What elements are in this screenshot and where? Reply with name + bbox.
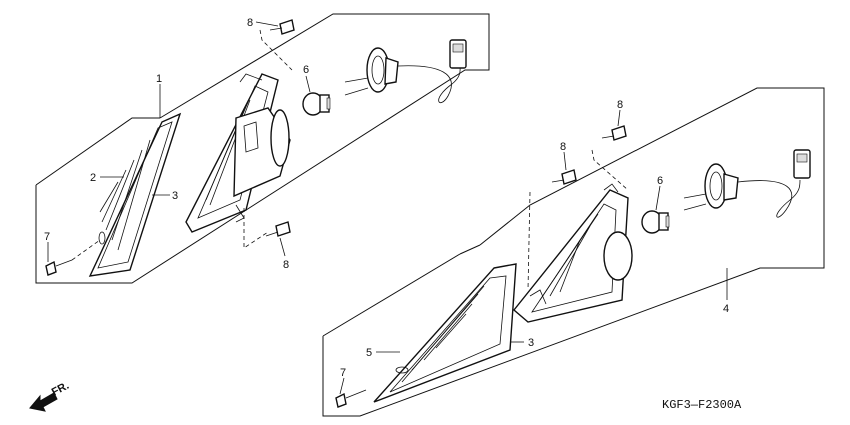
right-housing [513, 183, 633, 323]
callout-7-left: 7 [44, 231, 50, 243]
right-assembly-frame [322, 87, 825, 417]
leader-lines [47, 21, 728, 395]
callout-8-bottom-left: 8 [283, 259, 289, 271]
callout-3-right: 3 [528, 337, 534, 349]
callout-8-right-lower: 8 [560, 141, 566, 153]
left-screws [243, 19, 295, 249]
left-socket-harness [344, 39, 467, 103]
callout-5: 5 [366, 347, 372, 359]
right-screws [527, 125, 629, 291]
right-lens [373, 263, 517, 403]
callout-2: 2 [90, 172, 96, 184]
callout-4: 4 [723, 303, 729, 315]
callout-labels: 1 2 3 8 6 7 8 8 8 6 4 3 5 7 [44, 17, 729, 379]
left-lens [88, 112, 182, 277]
left-housing [185, 73, 291, 233]
diagram-code: KGF3—F2300A [662, 398, 742, 412]
left-assembly-frame [35, 13, 490, 284]
callout-7-right: 7 [340, 367, 346, 379]
callout-8-top-left: 8 [247, 17, 253, 29]
front-direction-arrow: FR. [29, 380, 71, 412]
callout-6-right: 6 [657, 175, 663, 187]
left-bulb [302, 92, 331, 116]
callout-1: 1 [156, 73, 162, 85]
left-lens-screw [45, 239, 101, 276]
callout-3-left: 3 [172, 190, 178, 202]
right-bulb [641, 210, 670, 234]
right-lens-screw [335, 389, 367, 408]
callout-6-left: 6 [303, 64, 309, 76]
callout-8-right-upper: 8 [617, 99, 623, 111]
front-label: FR. [50, 380, 71, 399]
right-socket-harness [683, 149, 811, 218]
